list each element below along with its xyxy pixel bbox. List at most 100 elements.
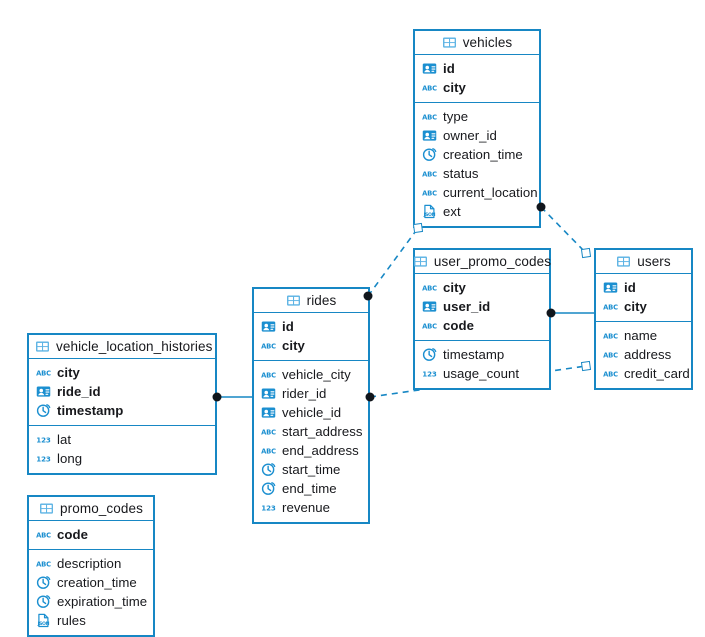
field-row[interactable]: id: [415, 59, 539, 78]
number-123-icon: 123: [422, 370, 437, 379]
field-row[interactable]: expiration_time: [29, 592, 153, 611]
field-label: code: [57, 527, 88, 542]
field-row[interactable]: user_id: [415, 297, 549, 316]
relationship-line-vehicles-to-user_promo_codes[interactable]: [367, 227, 419, 297]
field-row[interactable]: timestamp: [415, 345, 549, 364]
table-grid-icon: [286, 295, 300, 306]
table-grid-icon: [442, 37, 456, 48]
key-id-icon: [261, 388, 276, 399]
field-label: start_address: [282, 424, 363, 439]
svg-text:ABC: ABC: [261, 371, 276, 379]
field-row[interactable]: JSON ext: [415, 202, 539, 221]
field-label: user_id: [443, 299, 491, 314]
relationship-square-marker-rides-to-users-target: [580, 360, 592, 372]
table-header-promo_codes[interactable]: promo_codes: [29, 497, 153, 521]
abc-text-icon: ABC: [422, 322, 437, 330]
field-label: creation_time: [443, 147, 523, 162]
table-grid-icon: [36, 341, 49, 352]
field-row[interactable]: owner_id: [415, 126, 539, 145]
table-header-rides[interactable]: rides: [254, 289, 368, 313]
key-id-icon: [261, 407, 276, 418]
clock-icon: [261, 463, 276, 476]
field-row[interactable]: creation_time: [415, 145, 539, 164]
field-label: description: [57, 556, 122, 571]
field-row[interactable]: creation_time: [29, 573, 153, 592]
relationship-dot-marker-rides-to-users-source: [365, 392, 375, 402]
field-row[interactable]: id: [596, 278, 691, 297]
svg-text:ABC: ABC: [261, 428, 276, 436]
table-title: rides: [306, 293, 337, 308]
field-row[interactable]: ABC code: [415, 316, 549, 335]
field-row[interactable]: rider_id: [254, 384, 368, 403]
field-row[interactable]: id: [254, 317, 368, 336]
field-label: id: [443, 61, 455, 76]
key-id-icon: [36, 386, 51, 397]
abc-text-icon: ABC: [261, 371, 276, 379]
table-title: vehicles: [462, 35, 513, 50]
field-row[interactable]: timestamp: [29, 401, 215, 420]
svg-text:ABC: ABC: [261, 342, 276, 350]
field-row[interactable]: end_time: [254, 479, 368, 498]
key-id-icon: [261, 321, 276, 332]
svg-text:123: 123: [36, 455, 51, 464]
svg-text:ABC: ABC: [422, 189, 437, 197]
table-header-user_promo_codes[interactable]: user_promo_codes: [413, 250, 551, 274]
field-row[interactable]: ABC start_address: [254, 422, 368, 441]
svg-text:ABC: ABC: [603, 303, 618, 311]
table-header-users[interactable]: users: [596, 250, 691, 274]
field-row[interactable]: ABC description: [29, 554, 153, 573]
relationship-line-vehicles-to-users[interactable]: [540, 206, 587, 254]
field-label: revenue: [282, 500, 331, 515]
field-label: end_time: [282, 481, 337, 496]
field-label: start_time: [282, 462, 341, 477]
svg-text:ABC: ABC: [422, 284, 437, 292]
abc-text-icon: ABC: [36, 560, 51, 568]
clock-icon: [422, 148, 437, 161]
field-label: ext: [443, 204, 461, 219]
table-header-vehicle_location_histories[interactable]: vehicle_location_histories: [29, 335, 215, 359]
svg-text:123: 123: [36, 436, 51, 445]
field-label: ride_id: [57, 384, 101, 399]
field-label: timestamp: [443, 347, 505, 362]
table-grid-icon: [413, 256, 427, 267]
field-label: code: [443, 318, 474, 333]
svg-text:ABC: ABC: [36, 560, 51, 568]
field-row[interactable]: start_time: [254, 460, 368, 479]
clock-icon: [36, 404, 51, 417]
field-row[interactable]: ride_id: [29, 382, 215, 401]
number-123-icon: 123: [36, 436, 51, 445]
field-label: city: [57, 365, 80, 380]
field-label: id: [282, 319, 294, 334]
field-row[interactable]: vehicle_id: [254, 403, 368, 422]
json-icon: JSON: [423, 204, 436, 218]
table-header-vehicles[interactable]: vehicles: [415, 31, 539, 55]
svg-text:ABC: ABC: [261, 447, 276, 455]
